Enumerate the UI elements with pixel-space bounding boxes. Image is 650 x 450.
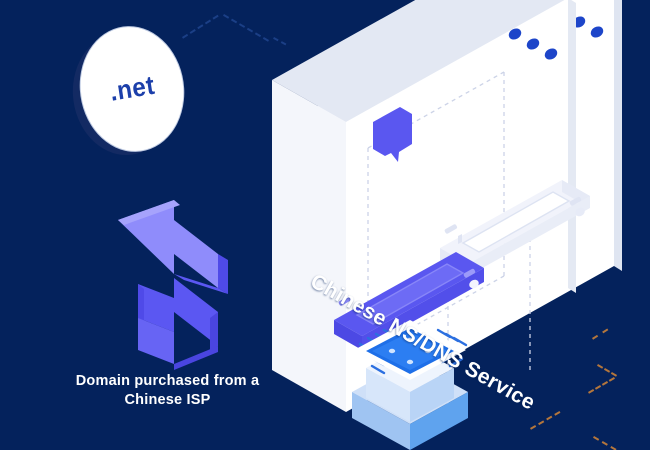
isp-label-line2: Chinese ISP: [124, 392, 211, 408]
dashed-connector-top-end: [273, 37, 287, 46]
net-disc-label: .net: [107, 70, 157, 107]
chat-bubble-icon: [373, 107, 412, 162]
background-window-edge: [614, 0, 622, 271]
foreground-window-body-side: [272, 80, 346, 412]
arrow-down-right: [138, 278, 218, 370]
net-domain-disc: .net: [55, 7, 201, 175]
foreground-window-titlebar: [272, 0, 565, 122]
light-address-bar: [440, 180, 590, 276]
bidirectional-transfer-arrows: [96, 192, 276, 372]
dashed-connector-top-right: [223, 14, 270, 42]
net-disc-label-wrap: .net: [63, 8, 201, 171]
foreground-window-edge: [568, 0, 576, 293]
chip-dots: [388, 337, 432, 365]
isp-label: Domain purchased from a Chinese ISP: [30, 372, 305, 410]
chip-body: [354, 320, 466, 380]
foreground-window-dots: [508, 28, 558, 60]
arrow-up-left: [118, 200, 228, 294]
isp-label-line1: Domain purchased from a: [75, 373, 260, 389]
cpu-chip-icon: [330, 318, 490, 450]
